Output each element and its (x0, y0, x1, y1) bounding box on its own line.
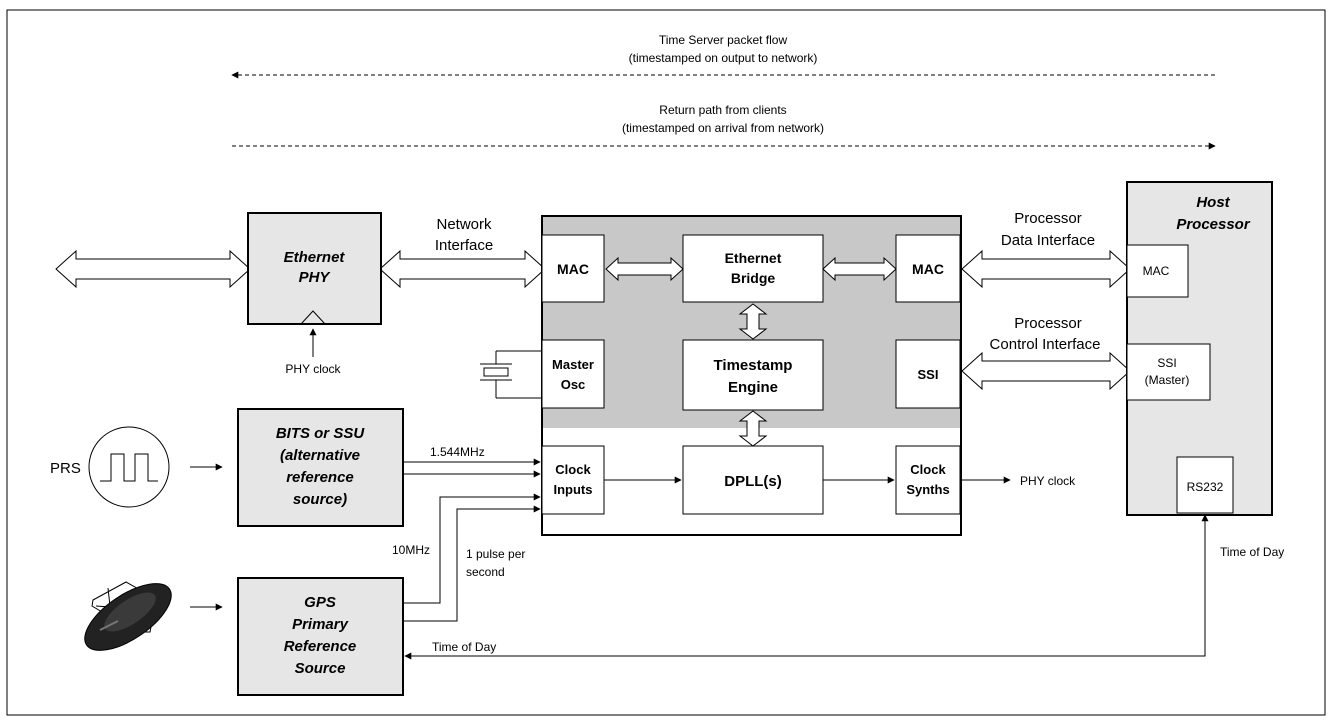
network-interface-label: Network (436, 216, 492, 233)
timestamp-engine-label-2: Engine (728, 379, 778, 396)
outgoing-flow-subtitle: (timestamped on output to network) (629, 51, 818, 65)
packet-flow-return: Return path from clients (timestamped on… (232, 103, 1216, 150)
master-osc-label: Master (552, 357, 594, 372)
gps-label-4: Source (295, 660, 346, 677)
ethernet-bridge-label: Ethernet (725, 250, 782, 266)
clock-synths-label-2: Synths (906, 482, 949, 497)
bits-ssu-label-3: reference (286, 469, 354, 486)
ethernet-phy-label-2: PHY (299, 269, 332, 286)
timestamp-engine-block (682, 339, 824, 411)
processor-data-label-2: Data Interface (1001, 232, 1095, 249)
bits-ssu-block: BITS or SSU (alternative reference sourc… (237, 408, 404, 527)
packet-flow-outgoing: Time Server packet flow (timestamped on … (231, 33, 1215, 79)
host-rs232-label: RS232 (1187, 480, 1224, 494)
processor-control-label-2: Control Interface (990, 336, 1101, 353)
bits-ssu-label: BITS or SSU (276, 425, 366, 442)
mac-right-label: MAC (912, 261, 944, 277)
network-interface-label-2: Interface (435, 237, 493, 254)
prs-pulse-icon (88, 426, 170, 508)
timestamp-engine-label: Timestamp (714, 357, 793, 374)
bridge-engine-arrow (738, 303, 768, 340)
clock-inputs-label: Clock (555, 462, 591, 477)
clock-inputs-label-2: Inputs (554, 482, 593, 497)
mac-bridge-arrow-left (605, 256, 684, 282)
dpll-block (682, 445, 824, 515)
ethernet-bridge-block (682, 234, 824, 303)
timing-chip: MAC Ethernet Bridge MAC Master Osc Times… (541, 215, 962, 536)
host-mac-label: MAC (1143, 264, 1170, 278)
host-processor-block: Host Processor MAC SSI (Master) RS232 (1126, 181, 1273, 516)
phy-clock-out-label: PHY clock (1020, 474, 1076, 488)
gps-time-of-day-label: Time of Day (432, 640, 496, 654)
ethernet-phy-label: Ethernet (284, 249, 346, 266)
master-osc-label-2: Osc (561, 377, 586, 392)
host-processor-label: Host (1196, 194, 1230, 211)
gps-label-2: Primary (292, 616, 349, 633)
clock-inputs-block (541, 445, 605, 515)
mac-left-label: MAC (557, 261, 589, 277)
gps-label: GPS (304, 594, 336, 611)
clock-synths-label: Clock (910, 462, 946, 477)
ethernet-phy-block: Ethernet PHY PHY clock (247, 212, 382, 376)
gps-10mhz-label: 10MHz (392, 543, 430, 557)
bits-ssu-label-2: (alternative (280, 447, 360, 464)
outgoing-flow-title: Time Server packet flow (659, 33, 788, 47)
dpll-label: DPLL(s) (724, 473, 782, 490)
return-flow-title: Return path from clients (659, 103, 786, 117)
host-ssi-label-2: (Master) (1145, 373, 1190, 387)
gps-label-3: Reference (284, 638, 357, 655)
processor-data-label: Processor (1014, 210, 1082, 227)
host-ssi-label: SSI (1157, 356, 1176, 370)
mac-bridge-arrow-right (822, 256, 897, 282)
time-of-day-line (404, 514, 1209, 660)
ethernet-bridge-label-2: Bridge (731, 270, 776, 286)
phy-clock-input-label: PHY clock (285, 362, 341, 376)
satellite-dish-icon (84, 581, 172, 651)
host-processor-label-2: Processor (1176, 216, 1251, 233)
gps-1pps-label: 1 pulse per (466, 547, 525, 561)
bits-ssu-label-4: source) (293, 491, 347, 508)
processor-control-label: Processor (1014, 315, 1082, 332)
gps-1pps-label-2: second (466, 565, 505, 579)
mac-left-block (541, 234, 605, 303)
clock-synths-block (895, 445, 961, 515)
host-time-of-day-label: Time of Day (1220, 545, 1284, 559)
master-osc-block (541, 339, 605, 409)
ssi-block (895, 339, 961, 409)
bits-frequency-label: 1.544MHz (430, 445, 485, 459)
return-flow-subtitle: (timestamped on arrival from network) (622, 121, 824, 135)
prs-label: PRS (50, 460, 81, 477)
ssi-label: SSI (918, 367, 939, 382)
crystal-icon (480, 350, 542, 399)
mac-right-block (895, 234, 961, 303)
gps-block: GPS Primary Reference Source (237, 577, 404, 696)
